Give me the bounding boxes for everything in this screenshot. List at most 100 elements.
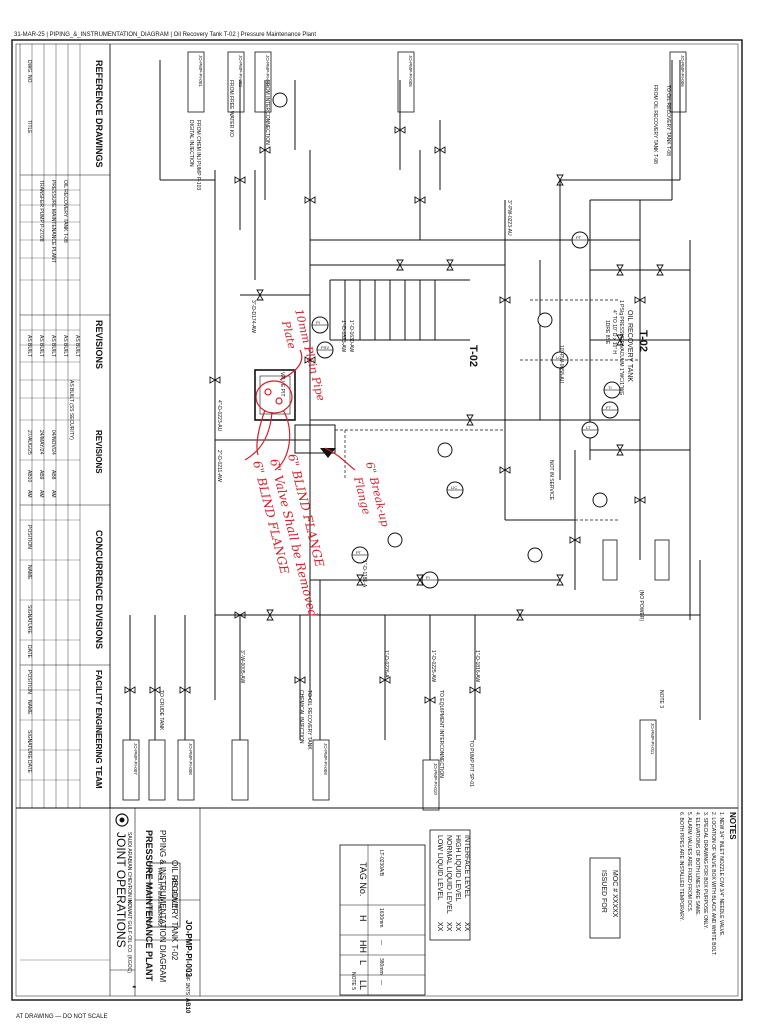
offpage-connectors [122, 51, 687, 811]
rev2-row: AS BUILT [74, 335, 80, 357]
reference-drawings-title: REFERENCE DRAWINGS [94, 60, 104, 168]
tag-cell: 1630mm [378, 908, 384, 927]
to-vent-label: TO OIL RECOVERY TANK T-08 [665, 85, 671, 156]
level-tables: TAG No. H HH L LL LT-0230A/B 1630mm — 38… [339, 829, 621, 996]
line-label: 1"-D-1630-AW [348, 320, 354, 352]
offpage-ref: JO-PMP-PI-009 [323, 743, 328, 775]
level-value: XX [454, 922, 461, 932]
tag-header: H [358, 915, 368, 922]
instrument-tag: PT [356, 550, 362, 555]
tag-header: LL [358, 980, 368, 990]
level-label: NORMAL LIQUID LEVEL [445, 835, 452, 914]
level-label: HIGH LIQUID LEVEL [454, 835, 461, 902]
instruments: PT TI FT LT LG PI PSV LIC FI PT [272, 92, 621, 589]
offpage-ref: JO-PMP-PI-004 [265, 55, 270, 87]
note-item: 1. NEW 3/4" INLET NOZZLE C/W 3/4" NEEDLE… [718, 812, 724, 937]
line-label: (NO POWER) [638, 590, 644, 621]
offpage-ref: JO-PMP-PI-010 [433, 763, 438, 795]
level-label: INTERFACE LEVEL [463, 835, 470, 898]
tag-cell: — [378, 940, 384, 945]
line-label: TO OIL RECOVERY TANK [306, 690, 312, 750]
line-label: 4"-D-0223-AU [216, 400, 222, 432]
line-label: CHEMICAL INJECTION [298, 690, 304, 744]
tank-spec: 1 PSIg PRESSURE/VACUUM 1"WC/1"WG [618, 300, 624, 396]
conc-col: NAME [26, 565, 32, 580]
note-item: 3. SPECIAL DRAWING FOR BOX PURPOSE ONLY. [702, 812, 708, 929]
valve-pit-label: VALVE PIT [279, 372, 285, 397]
rev2-row: AS BUILT [62, 335, 68, 357]
line-label: NOT IN SERVICE [548, 460, 554, 501]
level-value: XX [445, 922, 452, 932]
tag-header: HH [358, 940, 368, 953]
line-label: DIGITAL INJECTION [188, 120, 194, 167]
conc-col: DATE [26, 645, 32, 659]
company-location: KUWAIT GULF OIL CO. (KGOC) [126, 900, 132, 973]
rev-no: AB9 [38, 470, 44, 480]
instrument-tag: LT [586, 425, 591, 430]
revisions-left-title: REVISIONS [94, 320, 104, 369]
concurrence-title: CONCURRENCE DIVISIONS [94, 530, 104, 649]
line-label: 2"-D-0211-AW [216, 450, 222, 482]
rev-no: AB10 [26, 470, 32, 482]
conc-col: POSITION [26, 525, 32, 549]
offpage-ref: JO-PMP-PI-011 [650, 723, 655, 755]
left-info-strip: REFERENCE DRAWINGS REVISIONS CONCURRENCE… [19, 44, 111, 809]
as-built-stamp: AS BUILT [170, 878, 177, 909]
line-label: TO EQUIPMENT INTERCONNECTION [438, 690, 444, 778]
from-vent-label: FROM OIL RECOVERY TANK T-98 [652, 85, 658, 164]
tank-dims: 4" TO 10" D x 10" H [611, 310, 617, 354]
tank-title: T-02 [637, 330, 649, 352]
line-labels: 3"-D-D174-AW 2"-D-0211-AW 1"-D-1823-AW 1… [158, 80, 664, 787]
offpage-ref: JO-PMP-PI-006 [680, 55, 685, 87]
level-label: LOW LIQUID LEVEL [436, 835, 443, 900]
offpage-ref: JO-PMP-PI-002 [238, 55, 243, 87]
instrument-tag: FT [606, 405, 611, 410]
instrument-tag: FI [426, 575, 430, 580]
line-label: 1"-D-1823-AW [340, 320, 346, 352]
rev-no: AB8 [50, 470, 56, 480]
rev-date: 24/MAY/24 [38, 430, 44, 455]
company-sub: SAUDI ARABIAN CHEVRON INC. [126, 832, 132, 908]
title-line-2: OIL RECOVERY TANK T-02 [170, 860, 179, 961]
valves [124, 126, 664, 704]
doc-number: JO-PMP-PI-003 [184, 920, 193, 977]
instrument-tag: PT [576, 235, 582, 240]
rev-by: AM [38, 490, 44, 498]
line-label: 3"-D-D174-AW [250, 300, 256, 333]
tank-bottom-label: T-02 [467, 345, 479, 367]
conc-col: SIGNATURE [26, 605, 32, 634]
dept-label: FACILITY ENGINEERING [156, 868, 162, 926]
offpage-ref: JO-PMP-PI-001 [198, 55, 203, 87]
issued-for: ISSUED FOR [600, 870, 607, 913]
note-item: 4. ELEVATIONS OF BOTH LINES ARE SAME. [694, 812, 700, 916]
rev-row: AS BUILT [26, 335, 32, 357]
note-item: 6. BOTH PIPES ARE INSTALLED TEMPORARY. [678, 812, 684, 921]
tank-ref: 1DRE 8SE [604, 320, 610, 345]
line-label: 1"-D-1181-A [361, 560, 367, 588]
line-label: TO PUMP PIT SP-01 [468, 740, 474, 787]
rev-date: 27/AUG/25 [26, 430, 32, 455]
signal-lines [335, 299, 640, 521]
line-label: 3"-W-0005-AW [239, 650, 245, 683]
offpage-ref: JO-PMP-PI-007 [133, 743, 138, 775]
fac-col: DATE [26, 760, 32, 774]
rev2-row: AS BUILT (SS SECURITY) [68, 380, 74, 440]
line-label: 1"-D-0225-AW [430, 650, 436, 682]
offpage-labels: JO-PMP-PI-001 JO-PMP-PI-002 JO-PMP-PI-00… [133, 55, 685, 795]
notes-title: NOTES [728, 812, 737, 840]
note-item: 2. LOCATION OF VALVE BOX WITH BLACK AND … [710, 812, 716, 956]
line-label: FROM INTERCONNECTION [264, 80, 270, 145]
instrument-tag: LG [556, 355, 561, 360]
instrument-tag: LIC [451, 485, 457, 490]
line-label: FROM CHEM INJ PUMP P-103 [195, 120, 201, 190]
level-value: XX [436, 922, 443, 932]
offpage-ref: JO-PMP-PI-008 [188, 743, 193, 775]
line-label: 3"-PW-0223-AU [506, 200, 512, 236]
notes-block: NOTES 1. NEW 3/4" INLET NOZZLE C/W 3/4" … [678, 812, 737, 956]
rev-row: AS BUILT [38, 335, 44, 357]
offpage-ref: JO-PMP-PI-005 [408, 55, 413, 87]
fac-col: NAME [26, 700, 32, 715]
process-lines [129, 60, 701, 760]
instrument-tag: PI [316, 320, 320, 325]
